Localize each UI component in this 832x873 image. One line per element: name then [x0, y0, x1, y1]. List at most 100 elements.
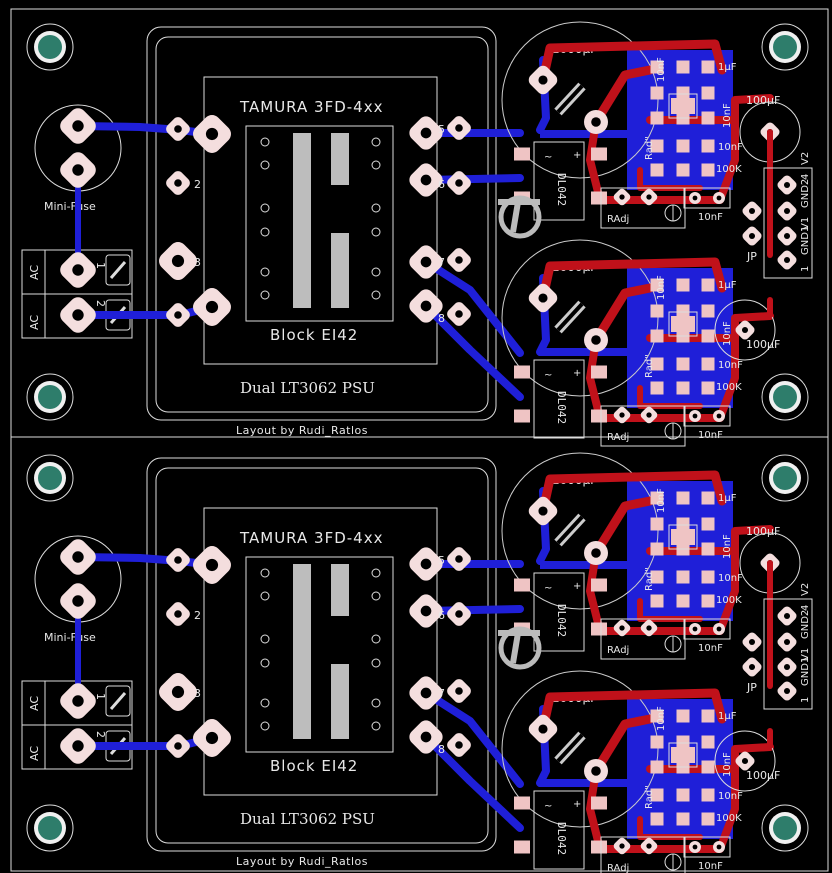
smd-pad: [701, 357, 715, 371]
ac-label: AC: [28, 746, 41, 761]
bridge-tilde: ~: [544, 801, 552, 812]
terminal-screw-box: [105, 254, 131, 286]
transformer-pin-pad-drill: [174, 179, 182, 187]
transformer-pin-hole: [371, 591, 381, 601]
transformer-pin-pad-drill: [205, 300, 219, 314]
smd-pad: [676, 357, 690, 371]
radj-pad-drill: [619, 625, 625, 631]
transformer-inner-outline: [155, 467, 489, 844]
cap-10nf-label-v: 10nF: [656, 275, 667, 300]
smd-pad: [676, 570, 690, 584]
transformer-pin-hole: [260, 227, 270, 237]
transformer-pin-hole: [371, 137, 381, 147]
header-pad-drill: [783, 181, 791, 189]
mount-hole-ring: [761, 454, 809, 502]
header-pin-label: V2: [800, 152, 811, 165]
terminal-pad-drill: [72, 695, 84, 707]
bottom-trace-8: [422, 733, 524, 832]
smd-pad: [650, 357, 664, 371]
cap-1000uf-pad-minus-drill: [591, 548, 601, 558]
cap-1000uf-polarity-gap: [556, 302, 584, 332]
ac-label: AC: [28, 265, 41, 280]
smd-pad: [676, 60, 690, 74]
mount-hole: [773, 385, 797, 409]
cap-100uf-pad-drill: [741, 326, 749, 334]
smd-pad: [650, 570, 664, 584]
header-pin-label: V1: [800, 217, 811, 230]
credit-label: Layout by Rudi_Ratlos: [236, 424, 368, 437]
transformer-pin-hole: [371, 290, 381, 300]
mount-hole-ring: [761, 23, 809, 71]
smd-pad: [676, 517, 690, 531]
header-pad-drill: [783, 663, 791, 671]
transformer-pin-pad-drill: [205, 127, 219, 141]
pin-number: 7: [438, 687, 445, 700]
cap-1000uf-pad-minus-drill: [591, 117, 601, 127]
cap-10nf-label-r: 10nF: [722, 321, 733, 346]
reg-bottom-trace: [540, 779, 630, 787]
smd-pad: [676, 735, 690, 749]
header-pin-label: GND2: [800, 179, 811, 208]
mount-hole-ring: [761, 373, 809, 421]
transformer-pin-pad-drill: [174, 556, 182, 564]
transformer-pin-pad-drill: [455, 687, 463, 695]
smd-pad: [676, 788, 690, 802]
smd-pad: [701, 760, 715, 774]
radj-pad-drill: [646, 412, 652, 418]
transformer-pin-pad-drill: [420, 687, 432, 699]
cap-1000uf-polarity-gap: [556, 733, 584, 763]
bridge-pad: [514, 147, 530, 161]
cap-100uf-pad-drill: [741, 757, 749, 765]
smd-pad: [701, 329, 715, 343]
bridge-pad: [591, 147, 607, 161]
bridge-pad: [591, 578, 607, 592]
lt3062-pad: [671, 98, 695, 114]
top-trace-cap: [591, 496, 655, 558]
mount-hole: [773, 466, 797, 490]
rad-label: Rad": [644, 785, 655, 809]
logo-icon: [498, 195, 542, 239]
cap-10nf-label: 10nF: [718, 360, 743, 371]
ac-label: AC: [28, 696, 41, 711]
top-trace-cap: [591, 283, 655, 345]
smd-pad: [650, 163, 664, 177]
smd-pad: [701, 304, 715, 318]
terminal-pad-drill: [72, 264, 84, 276]
transformer-pin-pad-drill: [420, 300, 432, 312]
cap-10nf-pad-drill: [692, 626, 698, 632]
mount-hole-ring: [761, 804, 809, 852]
transformer-pin-hole: [260, 203, 270, 213]
top-trace-input: [538, 470, 727, 516]
cap-10nf-label-r: 10nF: [722, 534, 733, 559]
smd-pad: [650, 304, 664, 318]
pin-number: 5: [438, 123, 445, 136]
bridge-tilde: ~: [544, 152, 552, 163]
header-pad-drill: [783, 687, 791, 695]
logo-icon-mark: [498, 199, 540, 233]
cap-10nf-bottom-label: 10nF: [698, 212, 723, 223]
bridge-pad: [591, 191, 607, 205]
bridge-pad: [591, 409, 607, 423]
bridge-pad: [591, 365, 607, 379]
smd-pad: [650, 111, 664, 125]
transformer-pin-hole: [260, 160, 270, 170]
smd-pad: [650, 278, 664, 292]
terminal-number: 2: [94, 300, 107, 307]
fuse-pad-drill: [72, 120, 84, 132]
bridge-tilde: ~: [544, 583, 552, 594]
top-trace-input: [538, 257, 727, 303]
jumper-pad-drill: [748, 663, 756, 671]
top-trace-input: [538, 39, 727, 85]
transformer-pin-pad-drill: [420, 174, 432, 186]
cap-10nf-pad-drill: [716, 844, 722, 850]
cap-1000uf-outline: [501, 670, 659, 828]
smd-pad: [650, 139, 664, 153]
res-100k-label: 100K: [716, 813, 742, 824]
bridge-pad: [591, 796, 607, 810]
mount-hole-ring: [26, 804, 74, 852]
transformer-pin-pad-drill: [174, 610, 182, 618]
smd-pad: [701, 594, 715, 608]
transformer-pin-pad-drill: [420, 256, 432, 268]
bridge-plus: +: [573, 799, 581, 810]
